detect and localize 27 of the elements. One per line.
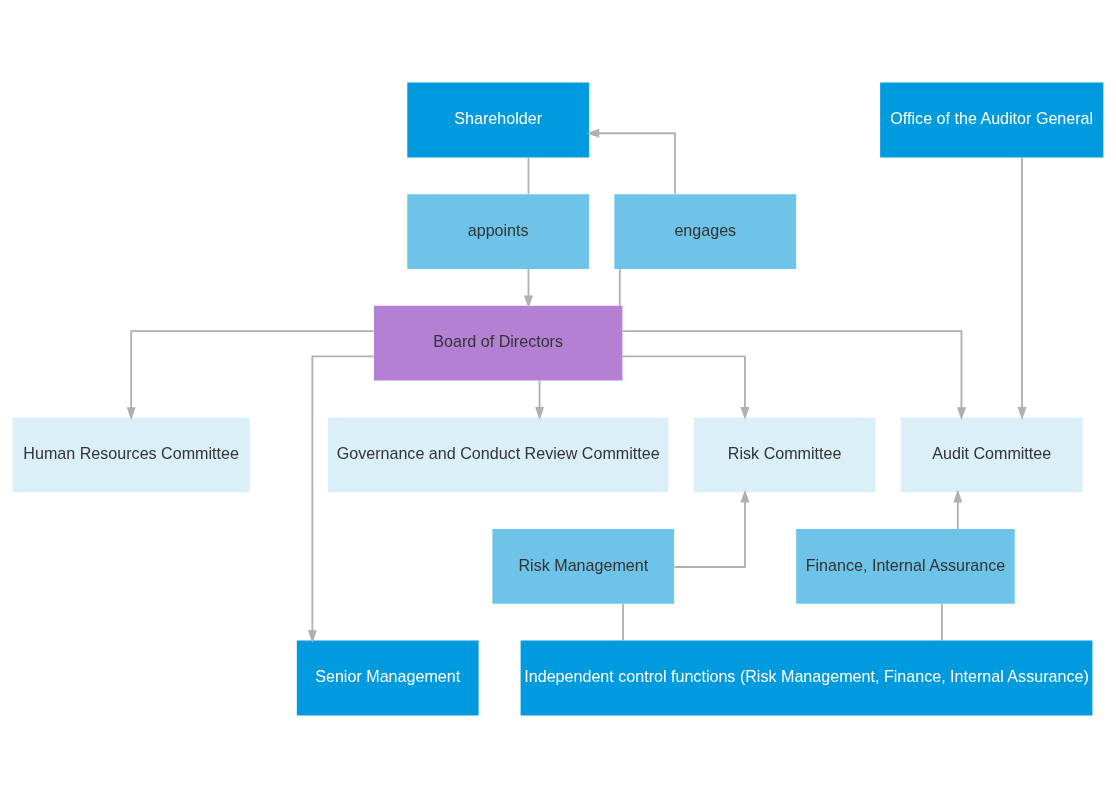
node-box: Audit Committee bbox=[900, 417, 1083, 493]
node-box: Office of the Auditor General bbox=[880, 82, 1104, 158]
node-box: Human Resources Committee bbox=[12, 417, 250, 493]
arrow bbox=[621, 330, 966, 421]
node-box: Shareholder bbox=[407, 82, 590, 158]
node-box: Governance and Conduct Review Committee bbox=[327, 417, 669, 493]
arrow bbox=[953, 489, 963, 530]
node-box: Risk Committee bbox=[693, 417, 876, 493]
node-box: appoints bbox=[407, 194, 590, 269]
arrow bbox=[535, 379, 545, 421]
arrow bbox=[586, 128, 676, 195]
node-box: Finance, Internal Assurance bbox=[796, 529, 1015, 604]
connector bbox=[622, 603, 624, 642]
node-box: Risk Management bbox=[492, 529, 675, 604]
connector bbox=[527, 156, 530, 195]
arrow bbox=[621, 355, 750, 420]
arrow bbox=[307, 355, 375, 644]
node-box: Senior Management bbox=[296, 640, 479, 716]
node-box: engages bbox=[614, 194, 797, 269]
node-box: Board of Directors bbox=[373, 305, 623, 381]
arrow bbox=[523, 268, 533, 309]
arrow bbox=[126, 330, 375, 421]
arrow bbox=[1017, 156, 1027, 420]
connector bbox=[618, 268, 621, 307]
connector bbox=[941, 603, 943, 642]
arrow bbox=[673, 489, 750, 568]
node-box: Independent control functions (Risk Management, Finance, Internal Assurance) bbox=[520, 640, 1093, 716]
